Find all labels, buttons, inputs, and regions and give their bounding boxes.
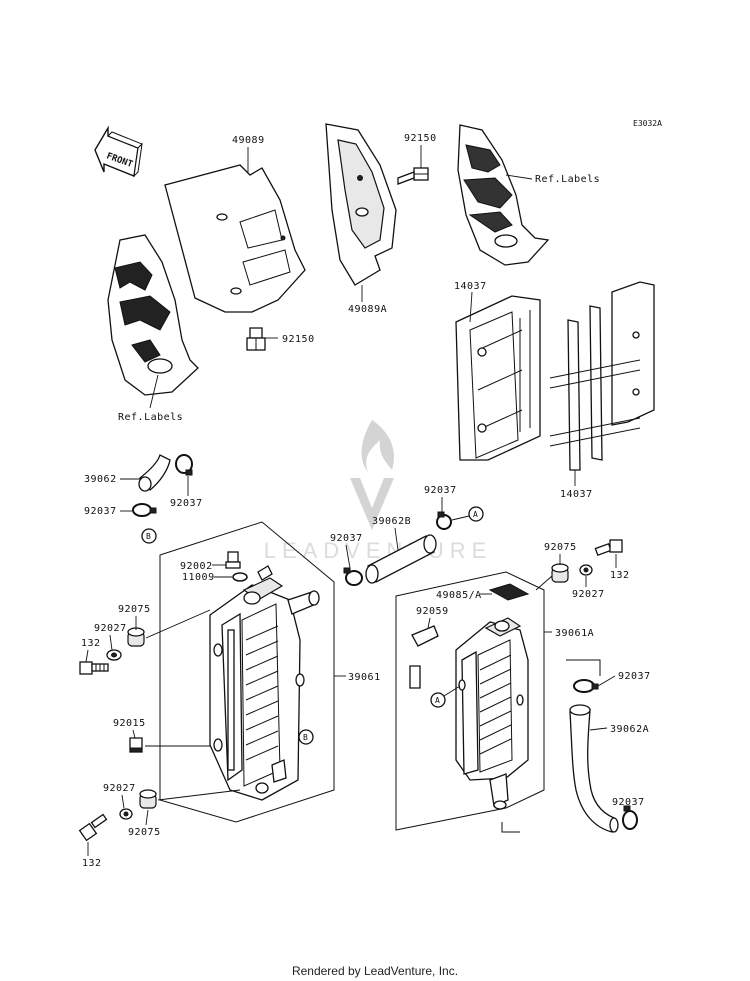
- callout-92037-d: 92037: [330, 533, 363, 544]
- callout-92037-a: 92037: [170, 498, 203, 509]
- guard-14037-right: [549, 281, 655, 471]
- clamp-92037-f-icon: [622, 805, 638, 830]
- bolt-132-b-icon: [78, 813, 108, 842]
- bolt-92150-mid-icon: [246, 327, 266, 351]
- hose-39062B-icon: [365, 534, 437, 584]
- collar-92027-c-icon: [579, 564, 593, 576]
- callout-11009: 11009: [182, 572, 215, 583]
- diagram-code: E3032A: [633, 119, 662, 128]
- clamp-92037-e-icon: [573, 679, 599, 693]
- clamp-92037-c-icon: [436, 511, 452, 530]
- frame-right: [395, 571, 545, 831]
- ref-a-top: A: [473, 510, 478, 519]
- collar-92027-a-icon: [106, 649, 122, 661]
- radiator-39061A: [455, 617, 529, 810]
- shroud-49089A: [325, 123, 397, 286]
- hose-39062A-icon: [569, 704, 619, 833]
- bolt-92150-top-icon: [397, 167, 429, 185]
- callout-132-b: 132: [82, 858, 102, 869]
- clamp-92037-d-icon: [343, 567, 363, 586]
- ref-b-left: B: [146, 532, 151, 541]
- bracket-right-lower: [501, 822, 520, 833]
- callout-92037-b: 92037: [84, 506, 117, 517]
- grommet-92075-b-icon: [139, 789, 157, 809]
- ref-b-circle-right: [298, 729, 314, 745]
- hose-39062-icon: [138, 454, 171, 492]
- callout-92027-c: 92027: [572, 589, 605, 600]
- ref-a-circle-top: [468, 506, 484, 522]
- callout-92037-c: 92037: [424, 485, 457, 496]
- callout-92150-top: 92150: [404, 133, 437, 144]
- callout-49089A: 49089A: [348, 304, 387, 315]
- callout-132-a: 132: [81, 638, 101, 649]
- callout-92075-a: 92075: [118, 604, 151, 615]
- callout-49085A: 49085/A: [436, 590, 482, 601]
- guard-14037-left: [455, 295, 541, 461]
- front-arrow-icon: FRONT: [94, 125, 143, 178]
- callout-92037-e: 92037: [618, 671, 651, 682]
- callout-92027-b: 92027: [103, 783, 136, 794]
- callout-ref-labels-left: Ref.Labels: [118, 412, 183, 423]
- tube-92059-icon: [409, 625, 439, 689]
- callout-132-c: 132: [610, 570, 630, 581]
- watermark: LEADVENTURE: [264, 420, 493, 563]
- shroud-labels-left: [107, 234, 199, 396]
- ref-b-circle-left: [141, 528, 157, 544]
- callout-14037-bottom: 14037: [560, 489, 593, 500]
- shroud-49089: [164, 164, 306, 313]
- cap-49085A-icon: [488, 583, 530, 601]
- callout-ref-labels-top: Ref.Labels: [535, 174, 600, 185]
- bolt-132-c-icon: [594, 539, 623, 556]
- washer-11009-icon: [232, 572, 248, 582]
- callout-39062: 39062: [84, 474, 117, 485]
- ref-a-right: A: [435, 696, 440, 705]
- callout-92027-a: 92027: [94, 623, 127, 634]
- bracket-right-upper: [566, 659, 601, 676]
- drain-bolt-92002-icon: [225, 551, 241, 569]
- clip-92015-icon: [129, 737, 143, 753]
- radiator-39061: [209, 565, 320, 801]
- grommet-92075-a-icon: [127, 627, 145, 647]
- callout-39062B: 39062B: [372, 516, 411, 527]
- callout-92015: 92015: [113, 718, 146, 729]
- clamp-92037-a-icon: [175, 454, 193, 476]
- clamp-92037-b-icon: [132, 503, 157, 517]
- callout-39061A: 39061A: [555, 628, 594, 639]
- shroud-labels-right: [457, 124, 550, 266]
- grommet-92075-c-icon: [551, 563, 569, 583]
- callout-14037-top: 14037: [454, 281, 487, 292]
- callout-92075-c: 92075: [544, 542, 577, 553]
- footer-credit: Rendered by LeadVenture, Inc.: [292, 964, 458, 978]
- callout-39062A: 39062A: [610, 724, 649, 735]
- callout-92037-f: 92037: [612, 797, 645, 808]
- ref-b-right: B: [303, 733, 308, 742]
- callout-92075-b: 92075: [128, 827, 161, 838]
- callout-92150-mid: 92150: [282, 334, 315, 345]
- callout-92002: 92002: [180, 561, 213, 572]
- callout-39061: 39061: [348, 672, 381, 683]
- watermark-text: LEADVENTURE: [264, 538, 493, 563]
- ref-a-circle-right: [430, 692, 446, 708]
- callout-92059: 92059: [416, 606, 449, 617]
- callout-49089: 49089: [232, 135, 265, 146]
- collar-92027-b-icon: [119, 808, 133, 820]
- bolt-132-a-icon: [79, 661, 109, 675]
